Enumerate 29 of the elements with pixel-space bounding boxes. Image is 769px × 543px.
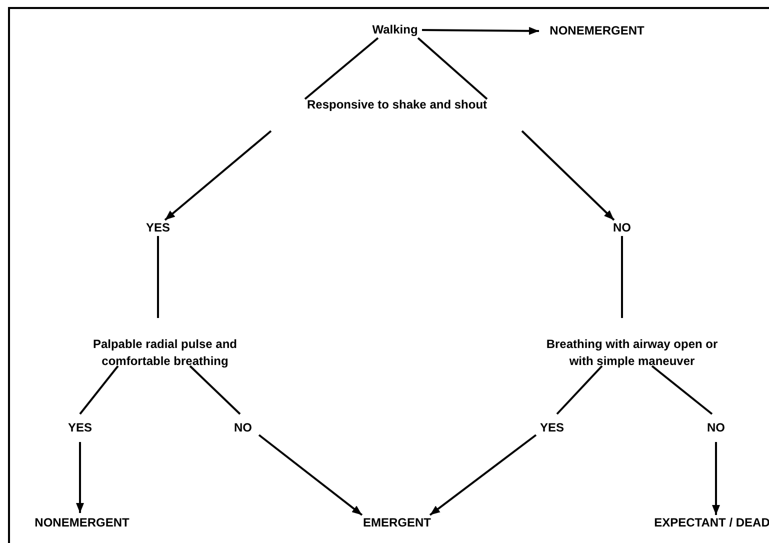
connector-line [651, 365, 713, 415]
connector-line [556, 365, 603, 415]
flow-label: YES [68, 420, 92, 436]
connector-line [417, 37, 488, 100]
connector-line [621, 236, 623, 318]
flow-label: Palpable radial pulse and comfortable breathing [72, 336, 258, 370]
flow-label: Breathing with airway open or with simple maneuver [540, 336, 724, 370]
arrow [258, 434, 363, 516]
arrow [422, 26, 540, 35]
flow-label: YES [540, 420, 564, 436]
connector-line [79, 365, 119, 415]
flow-label: NO [234, 420, 252, 436]
arrow [521, 130, 615, 221]
flow-label: YES [146, 220, 170, 236]
connector-line [189, 365, 241, 415]
flow-label: Walking [372, 22, 418, 38]
flow-label: EMERGENT [363, 514, 431, 532]
arrow [429, 434, 537, 516]
flow-label: NONEMERGENT [550, 22, 644, 40]
arrow [76, 442, 84, 513]
connector-line [304, 37, 379, 100]
flow-label: EXPECTANT / DEAD [654, 514, 769, 532]
flow-label: NONEMERGENT [34, 514, 130, 532]
arrow [712, 442, 720, 515]
flow-label: NO [613, 220, 631, 236]
flow-label: NO [707, 420, 725, 436]
connector-line [157, 236, 159, 318]
arrow [164, 130, 272, 221]
flow-label: Responsive to shake and shout [306, 96, 488, 114]
